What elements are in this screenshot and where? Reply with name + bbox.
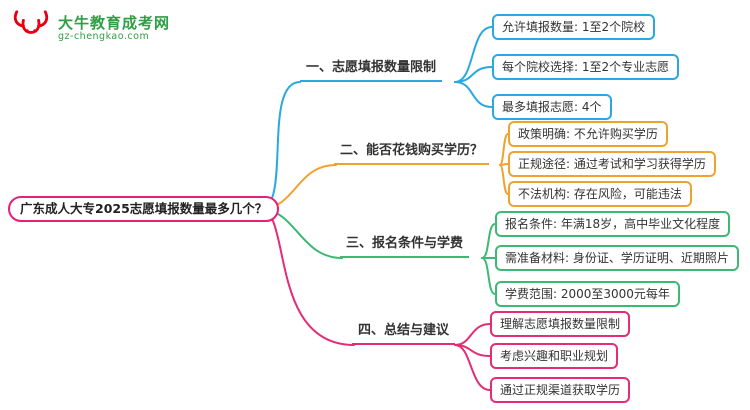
leaf-node: 学费范围: 2000至3000元每年 — [495, 281, 680, 307]
leaf-node: 需准备材料: 身份证、学历证明、近期照片 — [495, 245, 739, 271]
leaf-node: 不法机构: 存在风险，可能违法 — [508, 181, 692, 207]
leaf-node: 每个院校选择: 1至2个专业志愿 — [492, 54, 680, 80]
root-node: 广东成人大专2025志愿填报数量最多几个？ — [8, 196, 280, 222]
leaf-node: 考虑兴趣和职业规划 — [490, 343, 619, 369]
leaf-node: 理解志愿填报数量限制 — [490, 311, 631, 337]
branch-node-2: 二、能否花钱购买学历？ — [334, 140, 490, 165]
bull-icon — [10, 8, 52, 50]
branch-node-3: 三、报名条件与学费 — [340, 233, 470, 258]
leaf-node: 政策明确: 不允许购买学历 — [508, 121, 668, 147]
leaf-node: 正规途径: 通过考试和学习获得学历 — [508, 151, 716, 177]
leaf-node: 通过正规渠道获取学历 — [490, 377, 631, 403]
logo-subtitle: gz-chengkao.com — [58, 31, 150, 43]
branch-node-4: 四、总结与建议 — [352, 320, 456, 345]
branch-node-1: 一、志愿填报数量限制 — [300, 57, 443, 82]
site-logo: 大牛教育成考网 gz-chengkao.com — [10, 8, 170, 50]
leaf-node: 允许填报数量: 1至2个院校 — [492, 14, 656, 40]
leaf-node: 最多填报志愿: 4个 — [492, 94, 612, 120]
logo-title: 大牛教育成考网 — [58, 13, 171, 32]
leaf-node: 报名条件: 年满18岁，高中毕业文化程度 — [495, 211, 731, 237]
